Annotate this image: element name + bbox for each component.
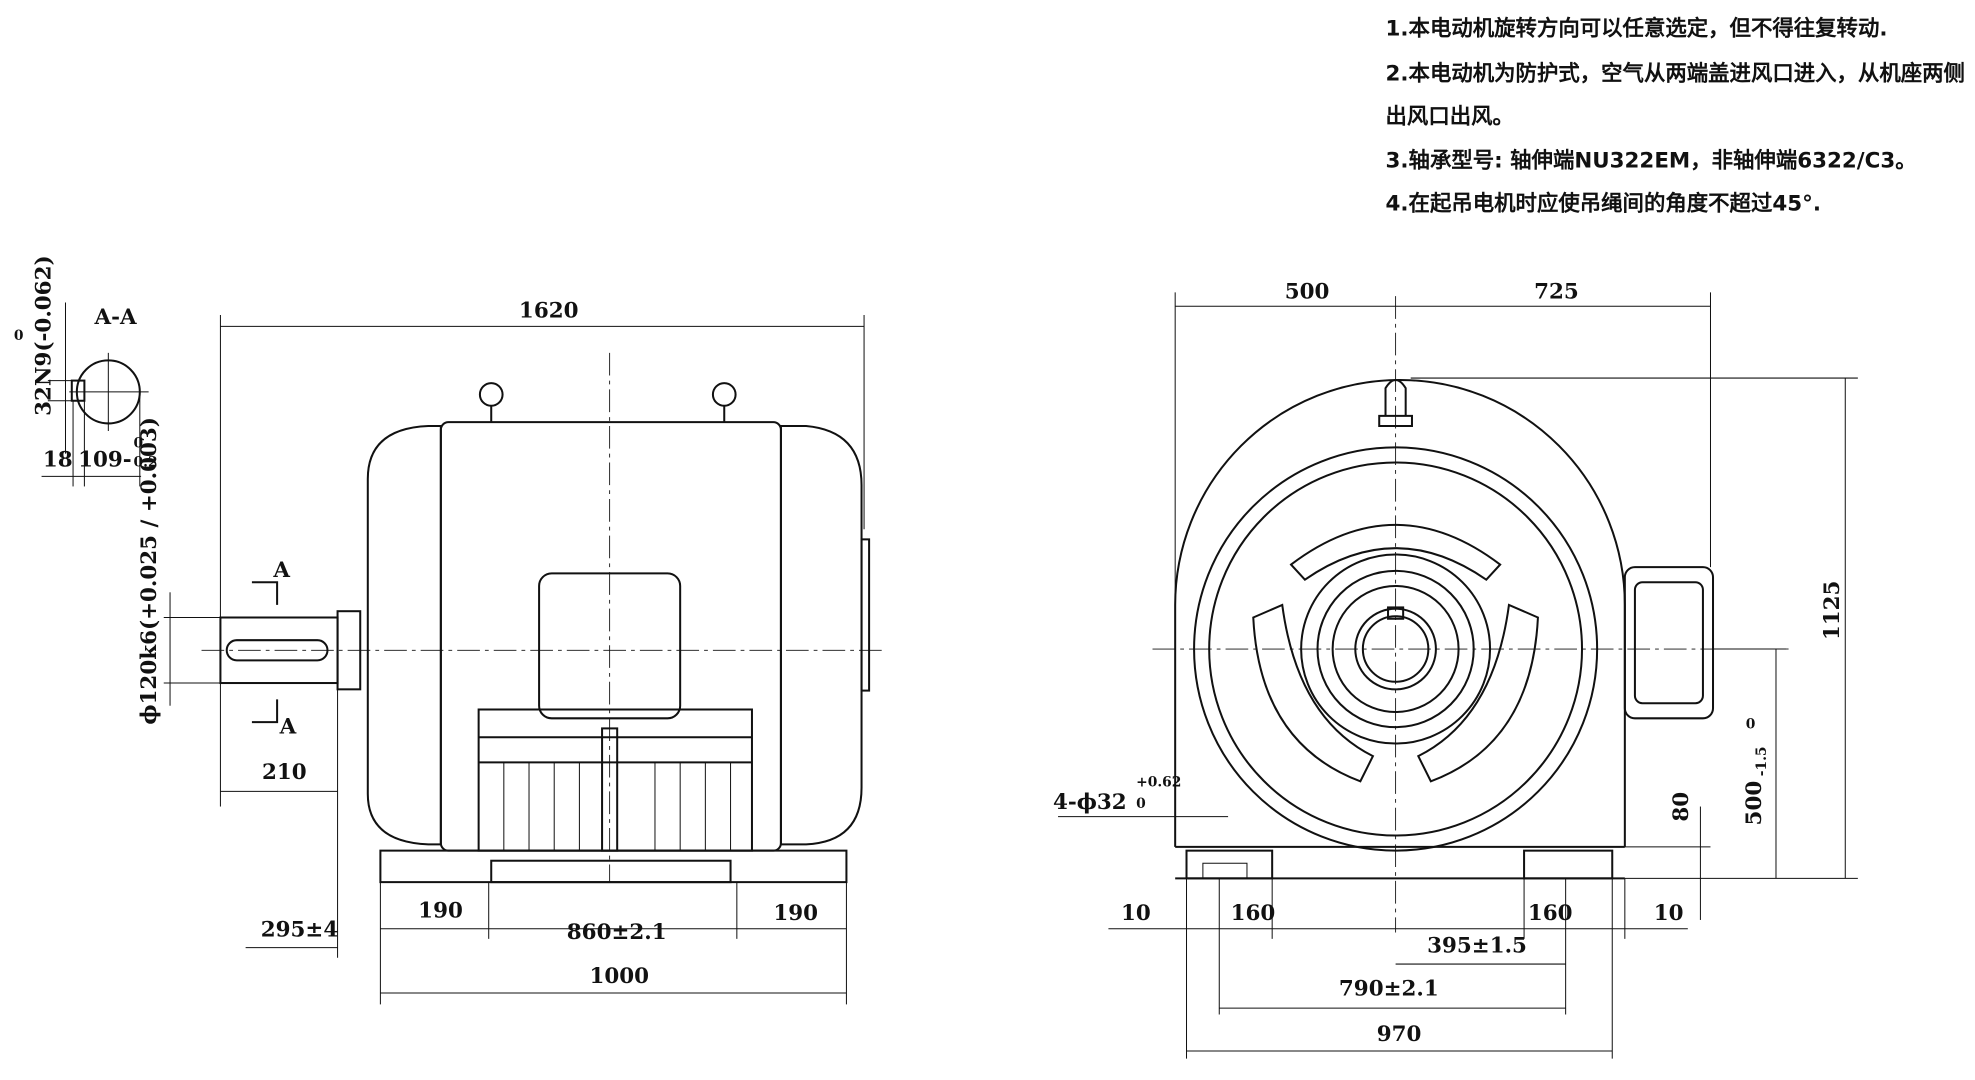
- keyway-dim: 32N9(-0.062): [31, 255, 56, 415]
- note-4: 4.在起吊电机时应使吊绳间的角度不超过45°.: [1386, 190, 1821, 216]
- keyway-tol: 0: [14, 328, 24, 344]
- shaft-diameter: ϕ120k6(+0.025 / +0.003): [137, 417, 162, 725]
- lifting-eye-right: [711, 382, 737, 407]
- section-aa: A-A 32N9(-0.062) 0 18 109- 0 0.2: [14, 255, 158, 487]
- center-height-tol-upper: 0: [1746, 716, 1756, 732]
- frame-outline: [1174, 379, 1626, 847]
- holes-tol-upper: +0.62: [1136, 774, 1181, 790]
- foot-span: 860±2.1: [567, 920, 667, 945]
- end-cap-left: [366, 424, 442, 846]
- end-shield: [1193, 446, 1599, 852]
- total-height: 1125: [1820, 581, 1845, 641]
- center-height: 500: [1742, 781, 1767, 826]
- fan-grille: [477, 708, 753, 852]
- holes-spec: 4-ϕ32: [1053, 790, 1127, 815]
- holes-tol-lower: 0: [1136, 796, 1146, 812]
- keyway: [70, 379, 86, 402]
- note-2: 2.本电动机为防护式，空气从两端盖进风口进入，从机座两侧: [1386, 61, 1965, 87]
- left-width: 500: [1285, 280, 1330, 305]
- tol-lower: 0.2: [134, 454, 158, 470]
- half-span: 395±1.5: [1427, 934, 1527, 959]
- hole-span: 790±2.1: [1339, 977, 1439, 1002]
- foot-right: [1523, 849, 1614, 880]
- depth-dim: 18: [43, 447, 73, 472]
- tol-upper: 0: [134, 435, 144, 451]
- lifting-eye-left: [478, 382, 504, 407]
- vent-top: [1289, 523, 1502, 582]
- feet: [379, 849, 848, 884]
- foot-thickness: 80: [1669, 792, 1694, 822]
- foot-left: 190: [418, 898, 463, 923]
- edge-left: 10: [1121, 901, 1151, 926]
- base-width: 970: [1377, 1022, 1422, 1047]
- vent-left: [1252, 603, 1375, 783]
- vent-right: [1416, 603, 1539, 783]
- terminal-box: [538, 572, 682, 720]
- section-title: A-A: [93, 305, 136, 330]
- foot-width-right: 160: [1528, 901, 1573, 926]
- foot-right: 190: [773, 901, 818, 926]
- shaft-length: 210: [262, 760, 307, 785]
- overall-length: 1620: [519, 299, 579, 324]
- right-width: 725: [1534, 280, 1579, 305]
- note-3: 3.轴承型号: 轴伸端NU322EM，非轴伸端6322/C3。: [1386, 148, 1917, 174]
- section-mark-bottom: A: [279, 714, 297, 739]
- shaft-height-dim: 109-: [78, 447, 132, 472]
- note-1: 1.本电动机旋转方向可以任意选定，但不得往复转动.: [1386, 15, 1888, 41]
- section-mark-top: A: [272, 558, 290, 583]
- base-length: 1000: [589, 964, 649, 989]
- foot-left: [1185, 849, 1274, 880]
- lifting-eye: [1378, 378, 1413, 427]
- technical-notes: 1.本电动机旋转方向可以任意选定，但不得往复转动. 2.本电动机为防护式，空气从…: [1386, 15, 1965, 216]
- foot-width-left: 160: [1231, 901, 1276, 926]
- edge-right: 10: [1654, 901, 1684, 926]
- shaft-end: [1354, 607, 1437, 691]
- end-cap-right: [779, 424, 863, 846]
- terminal-box: [1623, 566, 1715, 720]
- note-2-cont: 出风口出风。: [1386, 104, 1514, 129]
- side-view: 1620 A A ϕ120k6(+0.025 / +0.003) 210 295…: [137, 299, 882, 1005]
- shaft-to-foot: 295±4: [261, 917, 339, 942]
- frame: [439, 421, 782, 852]
- center-height-tol-lower: -1.5: [1754, 746, 1770, 776]
- front-view: 500 725 1125 500 0 -1.5 80 4-ϕ32 +0.62 0…: [1053, 280, 1858, 1059]
